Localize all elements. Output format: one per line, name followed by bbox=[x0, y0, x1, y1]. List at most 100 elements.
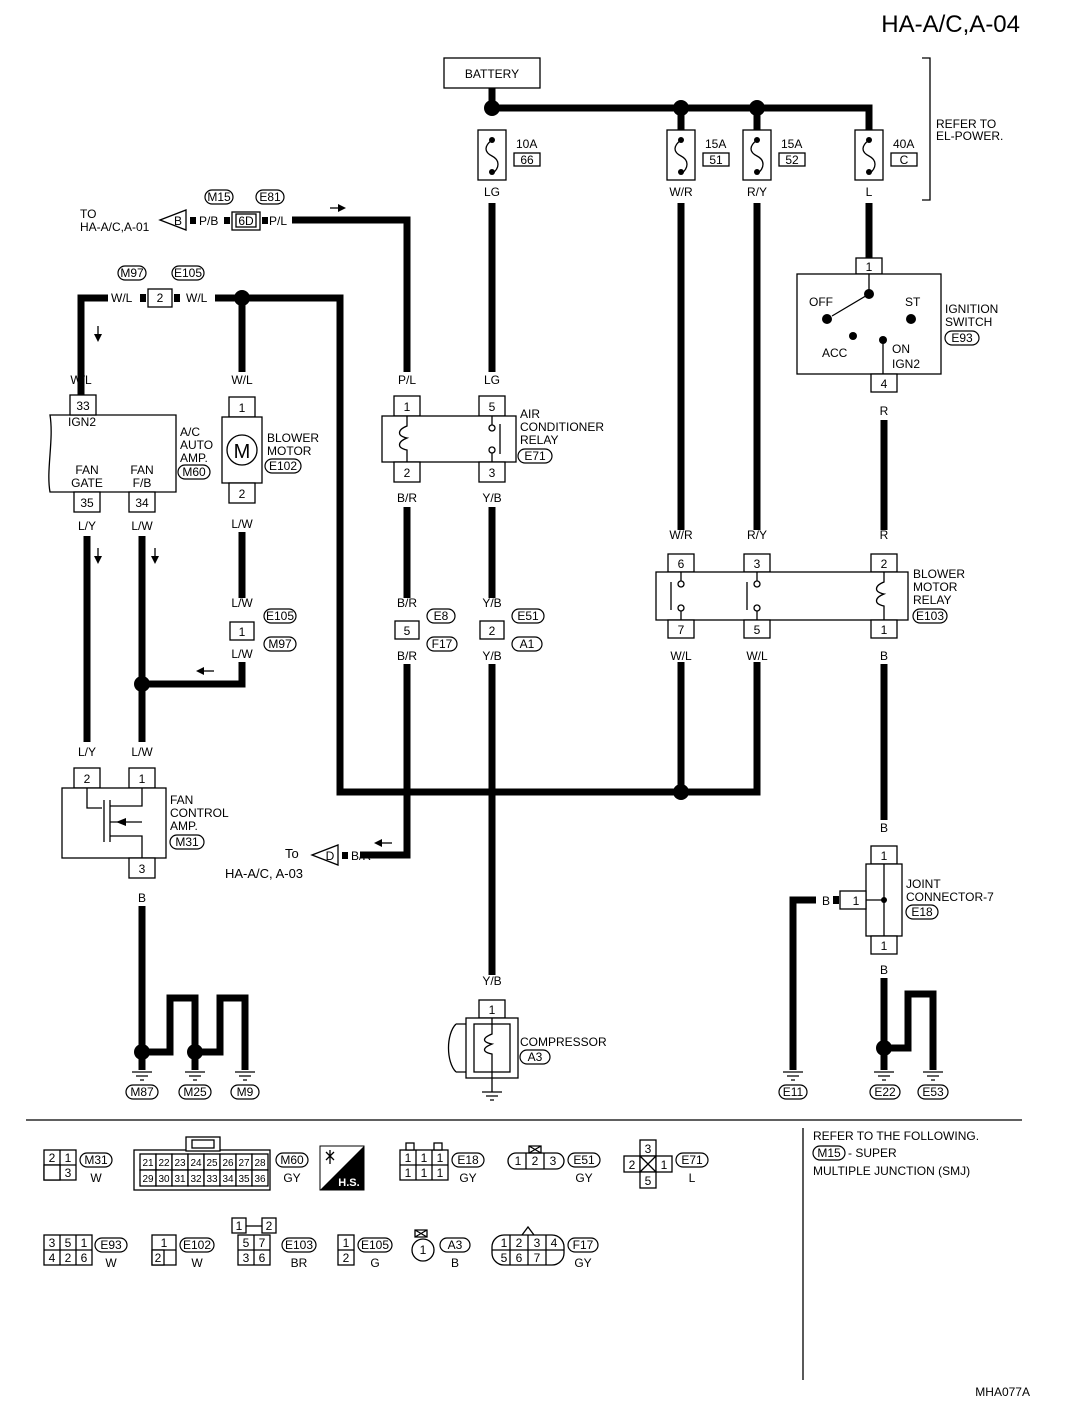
ac-relay: 1 5 2 3 AIR CONDITIONER RELAY E71 bbox=[381, 395, 604, 483]
svg-text:35: 35 bbox=[80, 496, 94, 510]
svg-text:E8: E8 bbox=[434, 609, 449, 623]
svg-text:E102: E102 bbox=[269, 459, 297, 473]
m60-pin-number: 32 bbox=[190, 1174, 202, 1185]
svg-text:3: 3 bbox=[534, 1236, 541, 1250]
svg-text:5: 5 bbox=[754, 623, 761, 637]
svg-text:Y/B: Y/B bbox=[482, 649, 501, 663]
blower-motor-relay: 6 3 2 7 5 1 BLOWER MOTOR RELAY E103 bbox=[655, 553, 965, 639]
svg-text:2: 2 bbox=[266, 1219, 273, 1233]
svg-text:3: 3 bbox=[139, 862, 146, 876]
svg-text:7: 7 bbox=[678, 623, 685, 637]
m60-pin-number: 35 bbox=[238, 1174, 250, 1185]
svg-text:3: 3 bbox=[754, 557, 761, 571]
svg-text:3: 3 bbox=[550, 1154, 557, 1168]
battery-box bbox=[443, 57, 541, 89]
svg-text:E93: E93 bbox=[951, 331, 973, 345]
svg-text:L/Y: L/Y bbox=[78, 745, 96, 759]
svg-text:1: 1 bbox=[881, 849, 888, 863]
svg-text:GY: GY bbox=[283, 1171, 300, 1185]
svg-text:B/R: B/R bbox=[397, 491, 417, 505]
svg-text:B: B bbox=[880, 649, 888, 663]
svg-text:P/L: P/L bbox=[398, 373, 416, 387]
svg-text:IGN2: IGN2 bbox=[68, 415, 96, 429]
svg-text:R/Y: R/Y bbox=[747, 185, 767, 199]
svg-text:E71: E71 bbox=[524, 449, 546, 463]
svg-text:CONTROL: CONTROL bbox=[170, 806, 229, 820]
svg-text:E105: E105 bbox=[174, 266, 202, 280]
svg-text:B: B bbox=[138, 891, 146, 905]
svg-text:2: 2 bbox=[157, 291, 164, 305]
svg-text:L/W: L/W bbox=[131, 519, 153, 533]
svg-text:2: 2 bbox=[516, 1236, 523, 1250]
svg-text:GY: GY bbox=[574, 1256, 591, 1270]
svg-text:5: 5 bbox=[501, 1251, 508, 1265]
svg-text:MOTOR: MOTOR bbox=[267, 444, 312, 458]
svg-text:E102: E102 bbox=[183, 1238, 211, 1252]
svg-text:1: 1 bbox=[236, 1219, 243, 1233]
svg-text:1: 1 bbox=[239, 401, 246, 415]
svg-text:A/C: A/C bbox=[180, 425, 200, 439]
svg-text:Y/B: Y/B bbox=[482, 596, 501, 610]
svg-text:6: 6 bbox=[678, 557, 685, 571]
svg-text:R: R bbox=[880, 404, 889, 418]
svg-text:E71: E71 bbox=[681, 1153, 703, 1167]
svg-text:W: W bbox=[191, 1256, 203, 1270]
svg-text:66: 66 bbox=[520, 153, 534, 167]
svg-text:TO: TO bbox=[80, 207, 96, 221]
svg-text:A3: A3 bbox=[528, 1050, 543, 1064]
ignition-switch: 1 OFF ST ACC ON IGN2 4 IGNITION SWITCH E… bbox=[796, 257, 998, 393]
m60-pin-number: 25 bbox=[206, 1158, 218, 1169]
svg-text:B: B bbox=[174, 214, 182, 228]
svg-text:2: 2 bbox=[532, 1154, 539, 1168]
svg-text:W/L: W/L bbox=[746, 649, 768, 663]
m60-pin-number: 33 bbox=[206, 1174, 218, 1185]
legend-e103: 1 2 5 7 3 6 E103 BR bbox=[231, 1217, 317, 1270]
svg-text:M9: M9 bbox=[237, 1085, 254, 1099]
m60-pin-number: 31 bbox=[174, 1174, 186, 1185]
svg-text:2: 2 bbox=[404, 466, 411, 480]
legend-e102: 1 2 E102 W bbox=[151, 1234, 215, 1270]
m60-pin-number: 22 bbox=[158, 1158, 170, 1169]
svg-text:G: G bbox=[370, 1256, 379, 1270]
svg-text:FAN: FAN bbox=[75, 463, 98, 477]
svg-text:51: 51 bbox=[709, 153, 723, 167]
svg-text:L/W: L/W bbox=[131, 745, 153, 759]
svg-text:FAN: FAN bbox=[130, 463, 153, 477]
fuse-15a-52: 15A 52 R/Y bbox=[742, 129, 806, 199]
svg-text:L: L bbox=[689, 1171, 696, 1185]
svg-text:W/L: W/L bbox=[670, 649, 692, 663]
svg-text:B/R: B/R bbox=[397, 649, 417, 663]
svg-text:1: 1 bbox=[866, 260, 873, 274]
svg-text:2: 2 bbox=[489, 624, 496, 638]
svg-text:5: 5 bbox=[645, 1174, 652, 1188]
svg-text:REFER TO THE FOLLOWING.: REFER TO THE FOLLOWING. bbox=[813, 1129, 979, 1143]
svg-text:B: B bbox=[880, 1013, 888, 1027]
svg-text:ON: ON bbox=[892, 342, 910, 356]
svg-text:E103: E103 bbox=[916, 609, 944, 623]
svg-text:E22: E22 bbox=[874, 1085, 896, 1099]
ground-labels-left: B B B B B bbox=[138, 1019, 249, 1033]
svg-text:W/L: W/L bbox=[111, 291, 133, 305]
svg-text:1: 1 bbox=[420, 1243, 427, 1257]
svg-text:L/Y: L/Y bbox=[78, 519, 96, 533]
svg-text:M31: M31 bbox=[175, 835, 199, 849]
svg-text:2: 2 bbox=[881, 557, 888, 571]
svg-text:6: 6 bbox=[516, 1251, 523, 1265]
svg-text:1: 1 bbox=[65, 1151, 72, 1165]
svg-text:MULTIPLE JUNCTION (SMJ): MULTIPLE JUNCTION (SMJ) bbox=[813, 1164, 970, 1178]
svg-text:D: D bbox=[326, 849, 335, 863]
svg-text:E103: E103 bbox=[285, 1238, 313, 1252]
svg-text:IGN2: IGN2 bbox=[892, 357, 920, 371]
legend-f17: 1 2 3 4 5 6 7 F17 GY bbox=[491, 1225, 599, 1270]
svg-text:JOINT: JOINT bbox=[906, 877, 941, 891]
refer-power-1: REFER TO bbox=[936, 117, 996, 131]
fuse-40a: 40A C L bbox=[854, 129, 918, 199]
svg-text:7: 7 bbox=[259, 1236, 266, 1250]
svg-text:3: 3 bbox=[65, 1166, 72, 1180]
svg-text:W/L: W/L bbox=[231, 373, 253, 387]
compressor: 1 COMPRESSOR A3 bbox=[447, 999, 607, 1101]
svg-text:W/R: W/R bbox=[669, 185, 693, 199]
svg-text:M31: M31 bbox=[84, 1153, 108, 1167]
svg-text:1: 1 bbox=[139, 772, 146, 786]
svg-text:34: 34 bbox=[135, 496, 149, 510]
